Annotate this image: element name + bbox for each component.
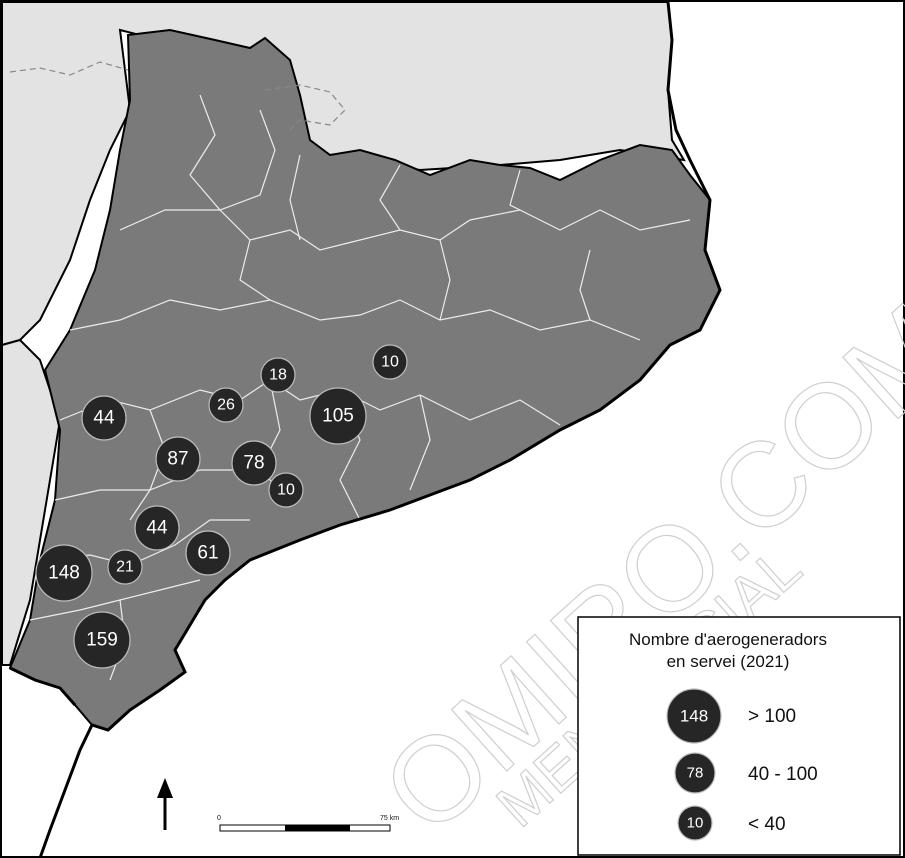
marker-circle bbox=[231, 440, 277, 486]
marker-circle bbox=[81, 395, 127, 441]
marker-value: 105 bbox=[322, 406, 354, 427]
marker-circle bbox=[208, 387, 244, 423]
marker-value: 78 bbox=[243, 453, 264, 474]
legend-medium-symbol bbox=[674, 752, 716, 794]
marker-circle bbox=[185, 530, 231, 576]
andorra-border bbox=[264, 84, 346, 131]
marker-circle bbox=[372, 344, 408, 380]
marker-circle bbox=[260, 357, 296, 393]
legend-small-sample: 10 bbox=[687, 815, 704, 832]
legend-title-line2: en servei (2021) bbox=[667, 652, 790, 671]
marker-value: 87 bbox=[167, 449, 188, 470]
legend-large-sample: 148 bbox=[680, 707, 708, 726]
west-territory bbox=[1, 338, 62, 666]
marker-circle bbox=[155, 436, 201, 482]
coastline-west bbox=[9, 666, 77, 706]
legend-small-symbol bbox=[677, 805, 713, 841]
wind-turbine-markers: 10 18 26 105 44 87 78 10 44 61 148 21 159 bbox=[35, 344, 408, 669]
marker-circle bbox=[268, 472, 304, 508]
coastline-east bbox=[38, 1, 722, 858]
marker-circle bbox=[134, 505, 180, 551]
legend-medium-sample: 78 bbox=[687, 765, 704, 782]
marker-value: 61 bbox=[197, 543, 218, 564]
marker-value: 18 bbox=[269, 367, 287, 384]
scale-bar: 0 75 km bbox=[217, 815, 399, 832]
legend: Nombre d'aerogeneradors en servei (2021)… bbox=[577, 616, 901, 856]
legend-medium-label: 40 - 100 bbox=[748, 764, 818, 785]
legend-title-line1: Nombre d'aerogeneradors bbox=[629, 630, 827, 649]
border-dashed bbox=[9, 61, 129, 76]
marker-value: 10 bbox=[277, 482, 295, 499]
marker-value: 148 bbox=[48, 563, 80, 584]
marker-circle bbox=[35, 544, 93, 602]
marker-value: 21 bbox=[116, 559, 134, 576]
marker-circle bbox=[107, 549, 143, 585]
legend-large-label: > 100 bbox=[748, 706, 796, 727]
marker-value: 44 bbox=[93, 408, 115, 429]
legend-small-label: < 40 bbox=[748, 814, 786, 835]
north-arrow-icon bbox=[157, 778, 173, 830]
marker-value: 10 bbox=[381, 354, 399, 371]
legend-box bbox=[577, 616, 901, 856]
marker-value: 26 bbox=[217, 397, 235, 414]
scale-start-label: 0 bbox=[217, 815, 221, 822]
marker-value: 159 bbox=[86, 630, 118, 651]
marker-circle bbox=[309, 387, 367, 445]
legend-large-symbol bbox=[666, 688, 722, 744]
marker-value: 44 bbox=[146, 518, 168, 539]
scale-end-label: 75 km bbox=[380, 815, 399, 822]
marker-circle bbox=[73, 611, 131, 669]
